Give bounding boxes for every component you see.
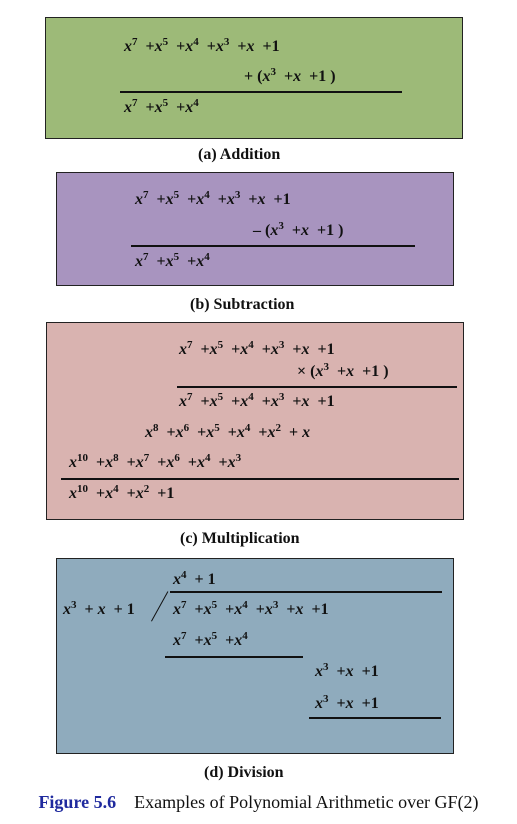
addition-rule [120, 91, 402, 93]
division-panel: x4 + 1 x3 + x + 1 x7 +x5 +x4 +x3 +x +1 x… [56, 558, 454, 754]
subtraction-result: x7 +x5 +x4 [135, 251, 210, 271]
multiplication-line2: × (x3 +x +1 ) [297, 361, 389, 381]
figure-label: Figure 5.6 [38, 792, 117, 812]
subtraction-line1: x7 +x5 +x4 +x3 +x +1 [135, 189, 291, 209]
multiplication-rule-2 [61, 478, 459, 480]
subtraction-panel: x7 +x5 +x4 +x3 +x +1 – (x3 +x +1 ) x7 +x… [56, 172, 454, 286]
addition-line2: + (x3 +x +1 ) [244, 66, 336, 86]
multiplication-partial2: x8 +x6 +x5 +x4 +x2 + x [145, 422, 311, 442]
subtraction-rule [131, 245, 415, 247]
multiplication-panel: x7 +x5 +x4 +x3 +x +1 × (x3 +x +1 ) x7 +x… [46, 322, 464, 520]
addition-panel: x7 +x5 +x4 +x3 +x +1 + (x3 +x +1 ) x7 +x… [45, 17, 463, 139]
division-bracket [151, 591, 169, 622]
multiplication-partial3: x10 +x8 +x7 +x6 +x4 +x3 [69, 452, 242, 472]
division-rule-2 [309, 717, 441, 719]
division-top-rule [170, 591, 442, 593]
division-divisor: x3 + x + 1 [63, 599, 135, 619]
addition-line1: x7 +x5 +x4 +x3 +x +1 [124, 36, 280, 56]
multiplication-partial1: x7 +x5 +x4 +x3 +x +1 [179, 391, 335, 411]
figure-title: Examples of Polynomial Arithmetic over G… [134, 792, 479, 812]
addition-result: x7 +x5 +x4 [124, 97, 199, 117]
division-step3: x3 +x +1 [315, 693, 379, 713]
subtraction-caption: (b) Subtraction [190, 296, 295, 313]
multiplication-rule-1 [177, 386, 457, 388]
division-caption: (d) Division [204, 764, 284, 781]
addition-caption: (a) Addition [198, 146, 281, 163]
figure-caption: Figure 5.6 Examples of Polynomial Arithm… [0, 792, 517, 813]
division-step2: x3 +x +1 [315, 661, 379, 681]
multiplication-caption: (c) Multiplication [180, 530, 300, 547]
subtraction-line2: – (x3 +x +1 ) [253, 220, 344, 240]
multiplication-result: x10 +x4 +x2 +1 [69, 483, 175, 503]
division-dividend: x7 +x5 +x4 +x3 +x +1 [173, 599, 329, 619]
division-rule-1 [165, 656, 303, 658]
division-step1: x7 +x5 +x4 [173, 630, 248, 650]
multiplication-line1: x7 +x5 +x4 +x3 +x +1 [179, 339, 335, 359]
division-quotient: x4 + 1 [173, 569, 216, 589]
